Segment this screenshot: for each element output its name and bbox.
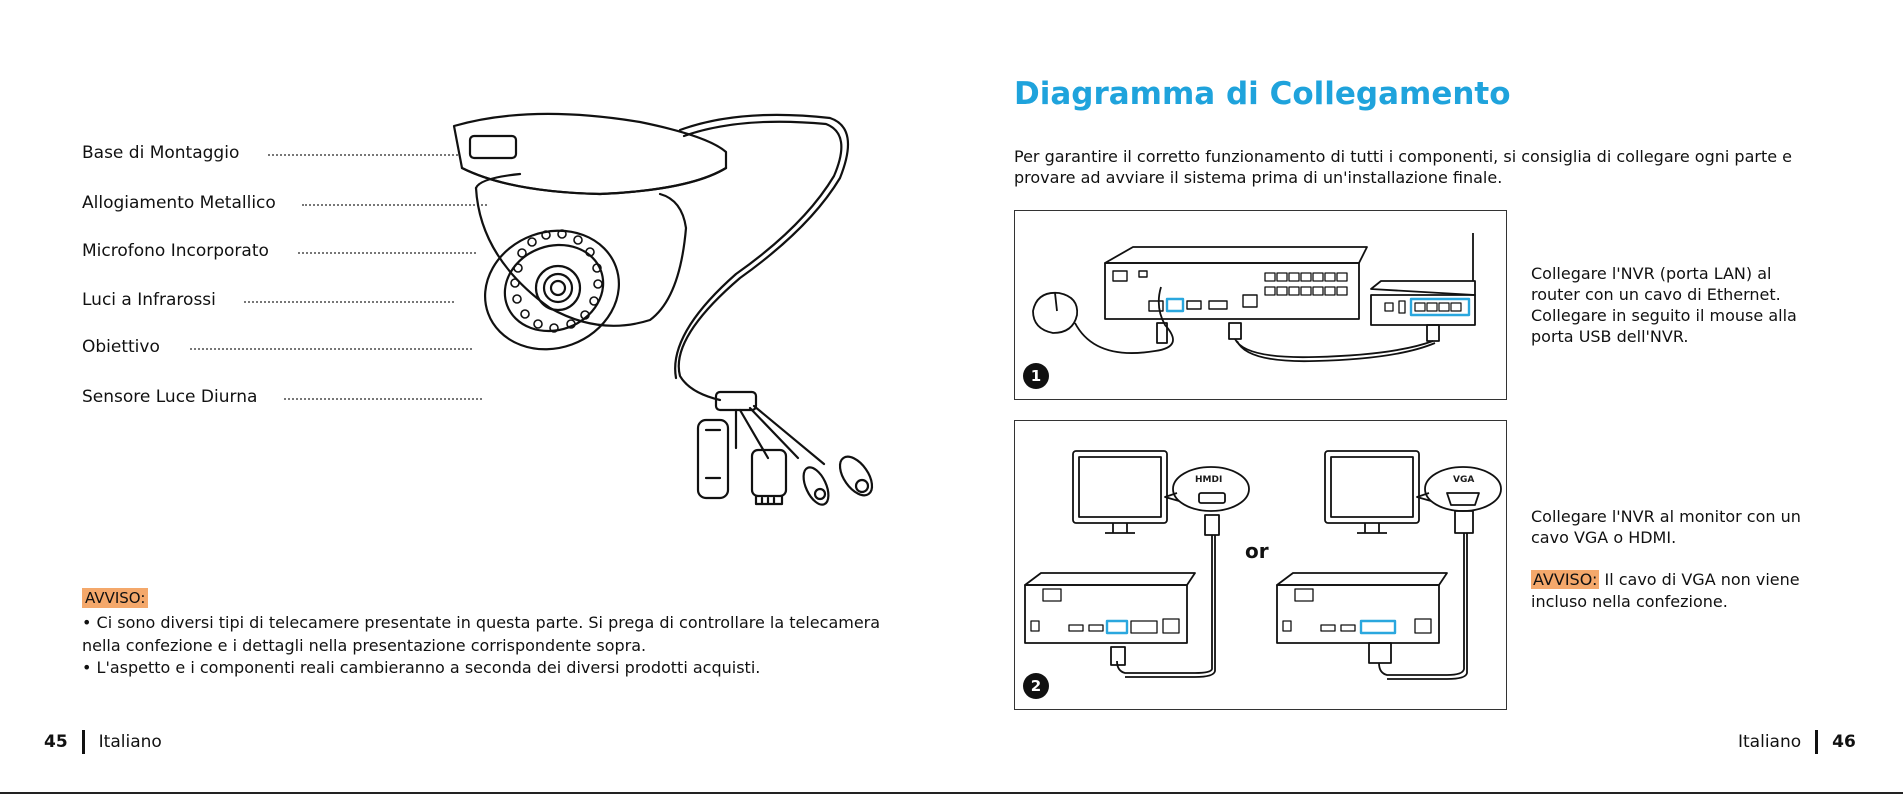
step-2-text-line-2: cavo VGA o HDMI. — [1531, 528, 1677, 547]
dome-camera-illustration — [452, 112, 874, 506]
footer-right: Italiano 46 — [1738, 730, 1856, 754]
leader-line — [298, 252, 476, 254]
or-label: or — [1245, 539, 1269, 563]
label-base-di-montaggio: Base di Montaggio — [82, 143, 240, 163]
vga-label: VGA — [1453, 475, 1475, 485]
step-1-text-line-4: porta USB dell'NVR. — [1531, 327, 1689, 346]
label-sensore-luce-diurna: Sensore Luce Diurna — [82, 387, 258, 407]
leader-line — [190, 348, 472, 350]
diagram-step-2: or HMDI VGA 2 — [1014, 420, 1507, 710]
leader-line — [284, 398, 482, 400]
label-obiettivo: Obiettivo — [82, 337, 160, 357]
step-2-badge: 2 — [1023, 673, 1049, 699]
nvr-router-mouse-illustration — [1032, 233, 1476, 363]
leader-line — [302, 204, 487, 206]
step-1-text-line-2: router con un cavo di Ethernet. — [1531, 285, 1781, 304]
nvr-monitor-illustration — [1024, 450, 1502, 680]
footer-divider — [81, 730, 85, 754]
diagram-step-1: 1 — [1014, 210, 1507, 400]
step-2-text-line-1: Collegare l'NVR al monitor con un — [1531, 507, 1801, 526]
footer-left: 45 Italiano — [44, 730, 162, 754]
label-luci-a-infrarossi: Luci a Infrarossi — [82, 290, 216, 310]
intro-line-2: provare ad avviare il sistema prima di u… — [1014, 168, 1503, 187]
label-microfono-incorporato: Microfono Incorporato — [82, 241, 269, 261]
bottom-rule — [0, 792, 1903, 794]
step-2-notice-text: Il cavo di VGA non viene — [1599, 570, 1800, 589]
step-1-text-line-1: Collegare l'NVR (porta LAN) al — [1531, 264, 1772, 283]
footer-divider — [1815, 730, 1819, 754]
notice-line-2: nella confezione e i dettagli nella pres… — [82, 636, 647, 655]
intro-line-1: Per garantire il corretto funzionamento … — [1014, 147, 1792, 166]
hdmi-label: HMDI — [1195, 475, 1223, 485]
step-2-notice-line-2: incluso nella confezione. — [1531, 592, 1728, 611]
leader-line — [268, 154, 458, 156]
notice-line-1: • Ci sono diversi tipi di telecamere pre… — [82, 613, 881, 632]
label-allogiamento-metallico: Allogiamento Metallico — [82, 193, 276, 213]
step-1-text-line-3: Collegare in seguito il mouse alla — [1531, 306, 1797, 325]
step-2-notice-line-1: AVVISO: Il cavo di VGA non viene — [1531, 570, 1800, 589]
footer-language: Italiano — [98, 732, 162, 752]
notice-tag: AVVISO: — [82, 588, 149, 608]
page-title: Diagramma di Collegamento — [1014, 76, 1511, 112]
page-number: 45 — [44, 732, 68, 752]
notice-line-3: • L'aspetto e i componenti reali cambier… — [82, 658, 761, 677]
step-2-notice-tag: AVVISO: — [1531, 570, 1600, 589]
footer-language: Italiano — [1738, 732, 1802, 752]
page-number: 46 — [1832, 732, 1856, 752]
leader-line — [244, 301, 454, 303]
step-1-badge: 1 — [1023, 363, 1049, 389]
